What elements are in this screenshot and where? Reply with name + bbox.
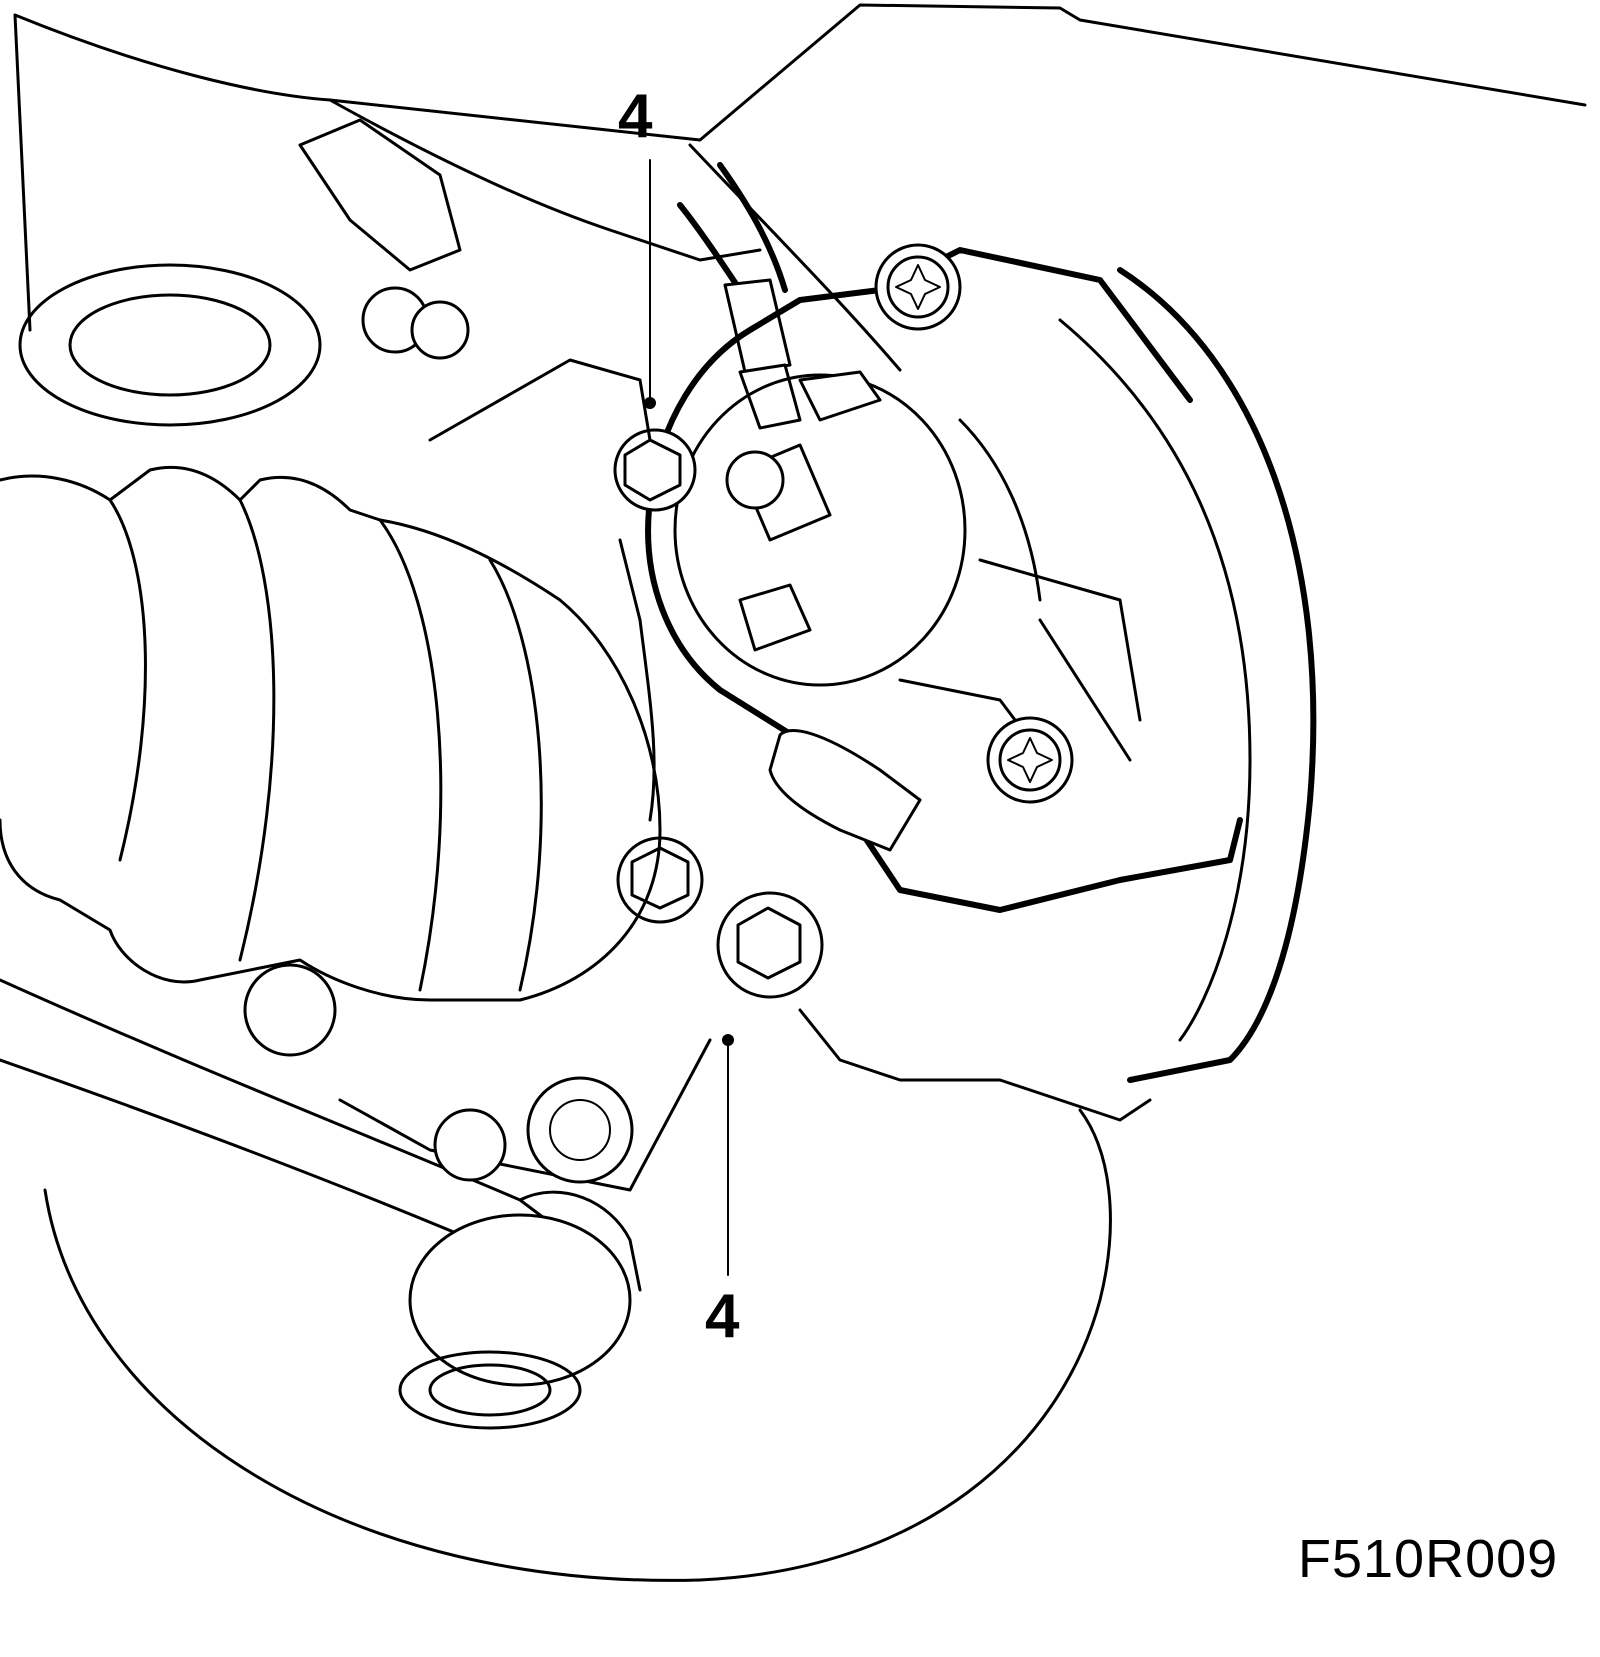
bracket-bolt-lower-hex: [736, 906, 802, 980]
torx-head-top: [886, 255, 950, 319]
torx-head-bottom: [998, 728, 1062, 792]
callout-dot-top: [644, 397, 656, 409]
guide-pin-sleeve: [768, 729, 922, 852]
cv-boot-outline: [0, 465, 662, 1002]
bracket-bolt-mid-hex: [630, 846, 690, 910]
callout-dot-bottom: [722, 1034, 734, 1046]
torx-star-bottom: [1007, 737, 1053, 783]
brake-disc-inner-arc: [688, 143, 1252, 1042]
caliper-piston-housing: [673, 373, 967, 687]
strut-mount-inner: [68, 293, 272, 397]
torx-star-top: [895, 264, 941, 310]
callout-label-bottom: 4: [705, 1282, 740, 1351]
bleed-nipple-cap: [725, 450, 785, 510]
brake-disc-outer: [43, 1108, 1112, 1582]
body-lower-edge: [328, 98, 762, 262]
abs-sensor-bolt: [410, 300, 470, 360]
knuckle-bolt-right-torx: [549, 1099, 611, 1161]
control-arm-bushing-inner: [428, 1363, 552, 1417]
cv-boot-rings: [108, 498, 543, 992]
brake-hose-2: [717, 162, 788, 293]
control-arm-bushing: [398, 1350, 582, 1430]
abs-sensor-bracket: [298, 118, 462, 272]
ball-joint-housing: [408, 1213, 632, 1387]
knuckle-bolt-middle: [433, 1108, 507, 1182]
figure-code: F510R009: [1298, 1529, 1559, 1589]
knuckle-bolt-right: [526, 1076, 634, 1184]
knuckle-bolt-left: [243, 963, 337, 1057]
callout-label-top: 4: [618, 82, 653, 151]
caliper-outline: [645, 247, 1243, 913]
steering-knuckle: [338, 358, 1152, 1192]
caliper-body-lines: [898, 418, 1142, 782]
body-panel: [13, 3, 1587, 332]
caliper-slot-top: [798, 370, 882, 422]
caliper-slot-bottom: [738, 583, 812, 652]
brake-disc-edge: [1117, 267, 1317, 1083]
strut-mount: [18, 263, 322, 427]
